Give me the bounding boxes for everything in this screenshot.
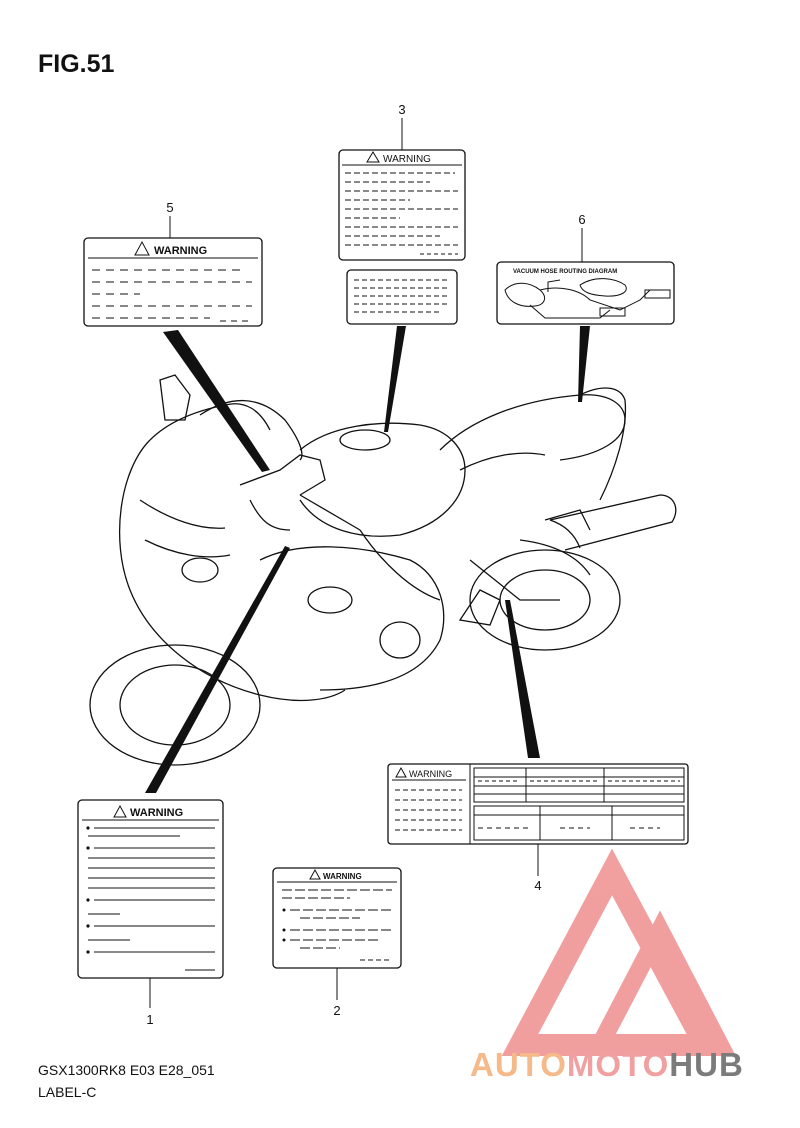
callout-2: 2 bbox=[333, 1003, 341, 1018]
page-name: LABEL-C bbox=[38, 1084, 97, 1100]
warning-text: WARNING bbox=[130, 807, 183, 819]
watermark-logo-icon bbox=[501, 848, 735, 1056]
warning-triangle-icon bbox=[134, 240, 150, 256]
warning-triangle-icon bbox=[395, 766, 407, 778]
warning-text: WARNING bbox=[154, 245, 207, 257]
hose-diagram-icon bbox=[504, 278, 671, 319]
warning-text: WARNING bbox=[323, 872, 362, 881]
warning-triangle-icon bbox=[366, 151, 380, 163]
label-5: WARNING bbox=[83, 237, 263, 327]
warning-triangle-icon bbox=[309, 868, 321, 880]
brand-part-auto: AUTO bbox=[470, 1046, 567, 1083]
label-3-upper: WARNING bbox=[338, 149, 466, 261]
warning-text: WARNING bbox=[383, 154, 431, 165]
callout-4: 4 bbox=[534, 878, 542, 893]
callout-5: 5 bbox=[166, 200, 174, 215]
label-4: WARNING bbox=[387, 763, 689, 845]
warning-triangle-icon bbox=[113, 804, 127, 818]
warning-text: WARNING bbox=[409, 769, 452, 779]
label-2: WARNING bbox=[272, 867, 402, 969]
brand-part-moto: MOTO bbox=[566, 1046, 670, 1083]
figure-title: FIG.51 bbox=[38, 50, 115, 78]
label-1: WARNING bbox=[77, 799, 224, 979]
motorcycle-drawing bbox=[89, 374, 677, 766]
callout-6: 6 bbox=[578, 212, 586, 227]
label-3-lower bbox=[346, 269, 458, 325]
callout-1: 1 bbox=[146, 1012, 154, 1027]
vacuum-title: VACUUM HOSE ROUTING DIAGRAM bbox=[513, 269, 617, 275]
brand-part-hub: HUB bbox=[669, 1046, 744, 1083]
callout-3: 3 bbox=[398, 102, 406, 117]
label-6: VACUUM HOSE ROUTING DIAGRAM bbox=[496, 261, 675, 325]
watermark-brand: AUTOMOTOHUB bbox=[470, 1046, 744, 1084]
leader-wedges bbox=[145, 326, 590, 793]
model-code: GSX1300RK8 E03 E28_051 bbox=[38, 1062, 215, 1078]
